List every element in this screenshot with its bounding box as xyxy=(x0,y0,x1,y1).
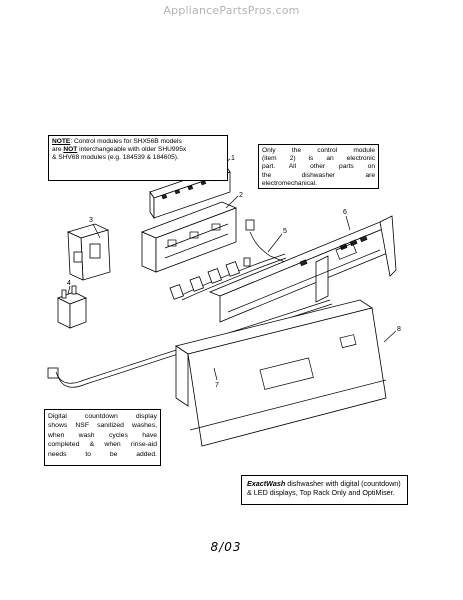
callout-2: 2 xyxy=(239,192,243,199)
callout-7: 7 xyxy=(215,382,219,389)
part-2-electronic-control-module xyxy=(140,201,238,273)
callout-6: 6 xyxy=(343,209,347,216)
callout-5: 5 xyxy=(283,228,287,235)
note-label: NOTE xyxy=(52,138,71,145)
brand-name: ExactWash xyxy=(247,479,286,488)
part-4-switch xyxy=(57,285,87,329)
diagram-date: 8/03 xyxy=(210,540,242,554)
not-emphasis: NOT xyxy=(63,146,78,154)
part-5-wire-harness xyxy=(169,219,287,301)
callout-4: 4 xyxy=(67,280,71,287)
watermark-text: AppliancePartsPros.com xyxy=(163,4,300,17)
part-3-bracket xyxy=(66,223,111,281)
note-control-modules: NOTE: Control modules for SHX56B models … xyxy=(48,135,228,181)
long-cable xyxy=(47,299,333,388)
part-6-control-panel xyxy=(208,215,397,323)
note-exactwash-model: ExactWash dishwasher with digital (count… xyxy=(241,475,408,505)
note-electronic-part: Only the control module (item 2) is an e… xyxy=(258,144,379,189)
note-countdown-display: Digital countdown display shows NSF sani… xyxy=(44,409,161,466)
callout-1: 1 xyxy=(231,155,235,162)
part-8-outer-panel xyxy=(175,299,387,447)
callout-8: 8 xyxy=(397,326,401,333)
callout-3: 3 xyxy=(89,217,93,224)
